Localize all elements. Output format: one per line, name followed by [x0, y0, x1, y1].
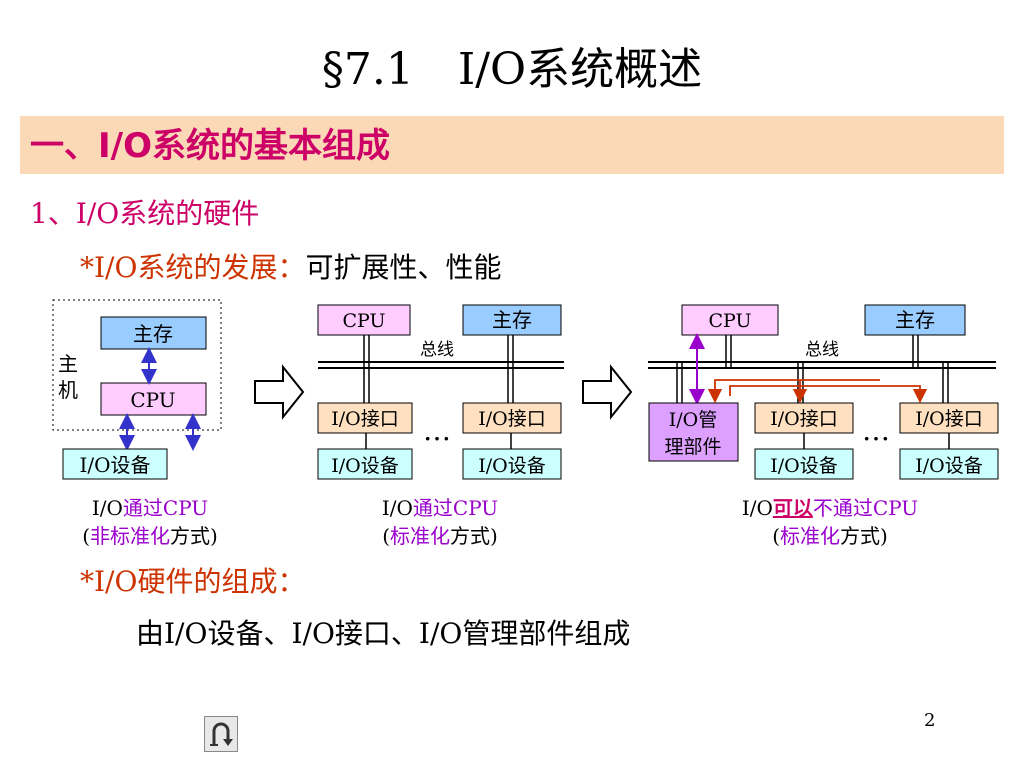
d3-manager-box	[648, 402, 739, 462]
d3-manager-interface-arrow-1	[707, 379, 880, 404]
d3-ellipsis: …	[862, 414, 890, 447]
d3-memory-box	[864, 304, 966, 336]
section-heading-bar	[20, 116, 1004, 174]
subheading-hardware: 1、I/O系统的硬件	[30, 197, 260, 230]
d3-memory-label: 主存	[895, 308, 935, 332]
d2-interface-label-2: I/O接口	[478, 408, 545, 430]
bullet-star: *	[80, 565, 94, 598]
d3-device-label-2: I/O设备	[915, 455, 982, 477]
d2-cpu-box	[317, 304, 411, 336]
d1-device-box	[62, 448, 168, 480]
d1-device-label: I/O设备	[79, 453, 150, 477]
d3-device-label-1: I/O设备	[770, 455, 837, 477]
return-arrow-icon	[210, 722, 233, 746]
d2-device-label-1: I/O设备	[331, 455, 398, 477]
d3-caption-line1: I/O可以不通过CPU	[741, 496, 919, 520]
d2-device-box-1	[317, 448, 413, 480]
d3-manager-interface-arrow-2	[729, 385, 928, 404]
d3-manager-label-1: I/O管	[669, 409, 717, 431]
d3-cpu-box	[681, 304, 779, 336]
d2-memory-box	[462, 304, 562, 336]
bullet-composition: *I/O硬件的组成：	[80, 564, 305, 600]
host-boundary	[52, 299, 222, 431]
d1-memory-label: 主存	[133, 322, 173, 346]
d2-device-label-2: I/O设备	[478, 455, 545, 477]
d1-cpu-box	[100, 382, 207, 416]
d1-caption-line2: (非标准化方式)	[82, 524, 218, 548]
d2-caption-line1: I/O通过CPU	[381, 496, 499, 520]
d2-cpu-label: CPU	[342, 310, 385, 332]
d3-bus-label: 总线	[805, 340, 839, 360]
bullet-star: *	[80, 251, 94, 284]
bullet-label: I/O硬件的组成：	[94, 565, 306, 598]
transition-arrow-icon	[582, 364, 633, 420]
d2-interface-box-1	[317, 402, 413, 434]
host-label-2: 机	[58, 378, 78, 402]
bullet-label: I/O系统的发展：	[94, 251, 306, 284]
bullet-text: 可扩展性、性能	[305, 251, 502, 284]
d2-memory-label: 主存	[492, 308, 532, 332]
d1-cpu-label: CPU	[130, 388, 175, 412]
d2-caption: I/O通过CPU (标准化方式)	[330, 494, 550, 550]
d2-bus-label: 总线	[420, 340, 454, 360]
d2-interface-box-2	[462, 402, 562, 434]
d3-interface-label-2: I/O接口	[915, 408, 982, 430]
diagram-3: CPU 主存 总线 I/O管 理部件 I/O接口 I/O接口 … I/O设备	[648, 304, 999, 480]
d3-interface-label-1: I/O接口	[770, 408, 837, 430]
diagram-2: CPU 主存 总线 I/O接口 I/O接口 … I/O设备 I/O设备	[317, 304, 564, 480]
d2-ellipsis: …	[423, 414, 451, 447]
d2-caption-line2: (标准化方式)	[382, 524, 498, 548]
d3-interface-box-2	[899, 402, 999, 434]
page-number: 2	[924, 710, 936, 731]
diagram-1: 主 机 主存 CPU I/O设备	[52, 299, 222, 480]
d3-cpu-label: CPU	[708, 310, 751, 332]
d3-caption: I/O可以不通过CPU (标准化方式)	[700, 494, 960, 550]
return-button[interactable]	[204, 716, 238, 752]
d3-caption-line2: (标准化方式)	[772, 524, 888, 548]
d1-caption-line1: I/O通过CPU	[91, 496, 209, 520]
bullet-composition-text: 由I/O设备、I/O接口、I/O管理部件组成	[136, 617, 631, 650]
transition-arrow-icon	[254, 364, 305, 420]
d3-manager-label-2: 理部件	[664, 436, 721, 458]
d2-interface-label-1: I/O接口	[331, 408, 398, 430]
d3-device-box-2	[899, 448, 999, 480]
d1-caption: I/O通过CPU (非标准化方式)	[40, 494, 260, 550]
slide-title: §7.1 I/O系统概述	[321, 44, 703, 95]
d2-device-box-2	[462, 448, 562, 480]
d3-interface-box-1	[754, 402, 854, 434]
section-heading: 一、I/O系统的基本组成	[30, 126, 390, 166]
d3-device-box-1	[754, 448, 854, 480]
host-label-1: 主	[58, 352, 78, 376]
bullet-development: *I/O系统的发展：可扩展性、性能	[80, 250, 501, 286]
